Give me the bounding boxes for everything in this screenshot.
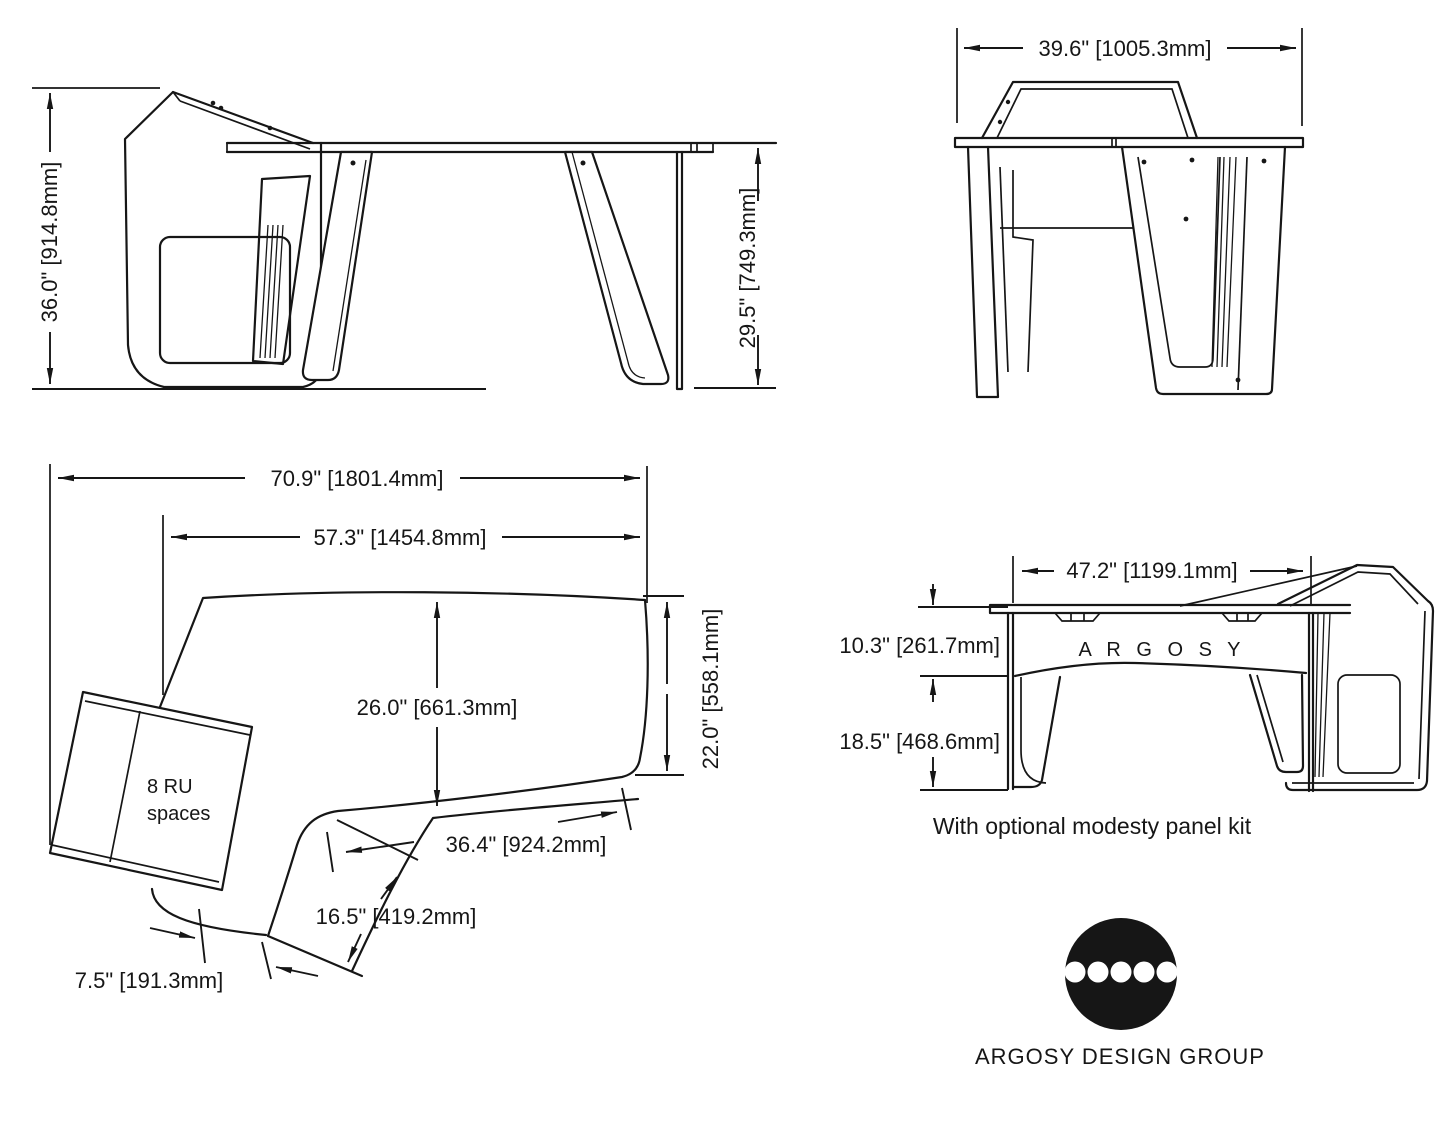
rear-left-leg-outline (1011, 675, 1062, 789)
rear-pod-inner-lines (1289, 571, 1426, 784)
end-pod-roof-inner (996, 88, 1189, 139)
plan-offset-dim-label: 7.5" [191.3mm] (75, 968, 223, 993)
rear-top-dim-label: 10.3" [261.7mm] (839, 633, 1000, 658)
company-logo: ARGOSY DESIGN GROUP (975, 918, 1265, 1069)
company-name-text: ARGOSY DESIGN GROUP (975, 1044, 1265, 1069)
end-leg-laminate-lines (1211, 156, 1237, 368)
side-rear-leg (563, 150, 670, 386)
side-lid-screw-dot (267, 125, 273, 131)
side-desktop-edge-details (226, 143, 714, 152)
end-view: 39.6" [1005.3mm] (953, 28, 1305, 399)
plan-side-depth-dim-label: 22.0" [558.1mm] (698, 609, 723, 770)
side-front-leg (301, 150, 374, 382)
rear-right-leg-inner-line (1256, 674, 1284, 763)
end-leg-screw-dot (1183, 216, 1189, 222)
plan-tray-dim-arrow-down (347, 933, 362, 963)
end-desktop-seam (1111, 138, 1117, 147)
rear-pod-pocket (1337, 674, 1401, 774)
plan-overall-dim-label: 70.9" [1801.4mm] (271, 466, 444, 491)
plan-tray-tip-edge (266, 934, 364, 978)
end-left-leg (966, 145, 1000, 399)
end-leg-screw-dot (1235, 377, 1241, 383)
rear-left-leg-inner-line (1020, 677, 1047, 784)
end-leg-screw-dot (1141, 159, 1147, 165)
side-front-leg-hole (350, 160, 356, 166)
plan-tray-dim-label: 16.5" [419.2mm] (316, 904, 477, 929)
plan-rack-pod-edge-lines (51, 700, 251, 883)
side-rear-leg-hole (580, 160, 586, 166)
logo-dot (1087, 961, 1109, 983)
rear-bracket-right (1221, 612, 1263, 622)
plan-desktop-outline (156, 591, 649, 938)
end-extension-lines (956, 28, 1303, 126)
rear-width-dim-label: 47.2" [1199.1mm] (1066, 558, 1237, 583)
end-desktop-slab (953, 136, 1305, 149)
rear-bracket-left (1054, 612, 1101, 622)
side-rack-rail-lines (259, 224, 284, 359)
logo-dot (1156, 961, 1178, 983)
plan-view: 70.9" [1801.4mm] 57.3" [1454.8mm] 8 RU s… (48, 464, 723, 993)
plan-desktop-dim-label: 57.3" [1454.8mm] (314, 525, 487, 550)
rear-panel-bottom-curve (1013, 661, 1308, 678)
plan-tray-extension-line (336, 819, 419, 861)
rear-view-caption: With optional modesty panel kit (933, 813, 1252, 839)
rear-panel-left-edge (1006, 611, 1015, 791)
end-right-leg-inner-line (1237, 156, 1248, 391)
side-elevation-view: 36.0" [914.8mm] 29.5" [749.3mm] (32, 87, 778, 391)
rear-top-dim-lines (918, 606, 1008, 677)
plan-front-edge-arrow-left (345, 841, 415, 853)
side-rack-slab-outline (251, 174, 312, 366)
rear-panel-right-edge (1307, 611, 1315, 793)
plan-front-edge-arrow-right (557, 811, 618, 823)
rear-right-leg-outline (1248, 673, 1305, 774)
plan-offset-arrow-left (275, 966, 319, 977)
plan-front-edge-ticks (326, 787, 632, 873)
side-lid-screw-dot (218, 105, 224, 111)
side-pod-lid-upper-edge (171, 90, 315, 145)
side-pod-lid-lower-edge (179, 100, 311, 150)
rear-center-rail-lines (1314, 612, 1331, 778)
end-right-leg-outline (1120, 145, 1287, 396)
plan-front-edge-inner-line (350, 797, 640, 973)
side-rear-leg-inner-line (571, 151, 646, 379)
end-width-dim-label: 39.6" [1005.3mm] (1039, 36, 1212, 61)
plan-offset-ticks (198, 908, 272, 980)
side-lid-screw-dot (210, 100, 216, 106)
rear-panel-height-label: 18.5" [468.6mm] (839, 729, 1000, 754)
plan-depth-dim-label: 26.0" [661.3mm] (357, 695, 518, 720)
end-leg-screw-dot (1261, 158, 1267, 164)
end-pod-side-line (999, 166, 1009, 373)
end-pod-side-step (1012, 170, 1034, 373)
end-leg-screw-dot (1189, 157, 1195, 163)
logo-dot (1110, 961, 1132, 983)
rear-pod-outline (1276, 563, 1435, 792)
side-pod-lid-end-cap (172, 91, 181, 102)
plan-rack-pod-outline (48, 690, 254, 892)
logo-dot (1064, 961, 1086, 983)
side-surface-dim-label: 29.5" [749.3mm] (735, 188, 760, 349)
side-pod-pocket-outline (158, 235, 292, 365)
end-roof-screw-dot (1005, 99, 1011, 105)
plan-extension-lines (49, 464, 648, 845)
rack-spaces-label-line1: 8 RU (147, 776, 193, 798)
plan-rack-pod-divider (109, 710, 141, 863)
plan-tray-left-curve (150, 887, 268, 937)
end-roof-screw-dot (997, 119, 1003, 125)
logo-dot (1133, 961, 1155, 983)
rear-desktop-slab (988, 603, 1352, 615)
side-front-leg-inner-line (332, 159, 367, 372)
rack-spaces-label-line2: spaces (147, 803, 210, 825)
rear-view: 47.2" [1199.1mm] A R G O S Y 10.3" [261.… (839, 556, 1435, 839)
end-right-leg-cutout (1137, 156, 1221, 368)
plan-side-depth-ticks (635, 595, 684, 776)
end-pod-roof-outline (980, 80, 1199, 140)
plan-tray-dim-arrow-up (380, 876, 398, 900)
rear-lid-diagonal-line (1179, 565, 1358, 607)
modesty-panel-brand-text: A R G O S Y (1079, 639, 1246, 661)
plan-offset-arrow-right (149, 927, 196, 939)
side-rear-support-lines (675, 150, 684, 391)
plan-front-edge-dim-label: 36.4" [924.2mm] (446, 832, 607, 857)
side-height-dim-label: 36.0" [914.8mm] (37, 162, 62, 323)
